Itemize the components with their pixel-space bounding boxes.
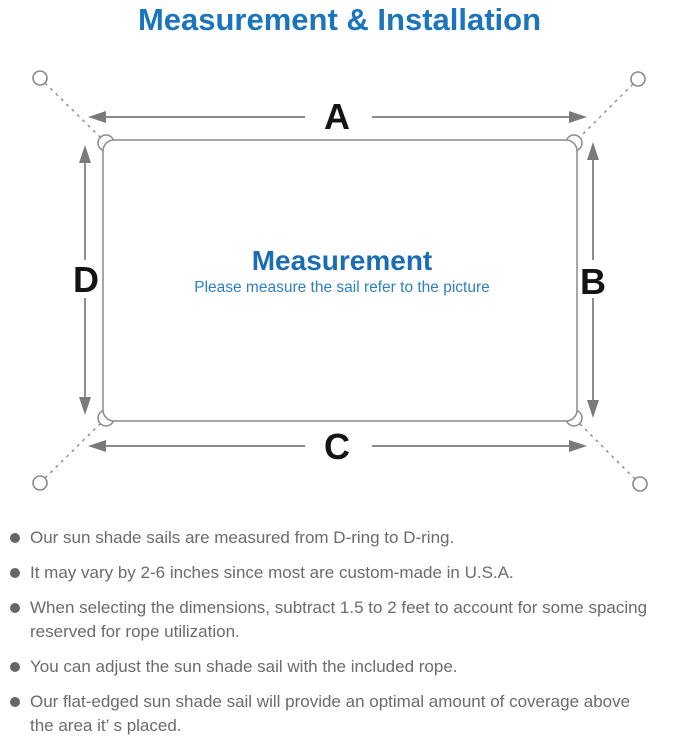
dimension-label-c: C — [324, 426, 350, 467]
note-text: Our sun shade sails are measured from D-… — [30, 528, 455, 547]
anchor-ring-icon-top-right — [630, 71, 646, 87]
dimension-label-b: B — [580, 261, 606, 302]
arrow-d-head-top — [79, 145, 91, 163]
arrow-b-head-top — [587, 142, 599, 160]
anchor-ring-icon-bottom-right — [632, 476, 648, 492]
rope-dashed-line-bottom-right — [578, 422, 636, 480]
sail-measurement-diagram: A C D B Measurement Please measure the s… — [0, 55, 679, 505]
rope-dashed-line-top-right — [578, 83, 634, 139]
list-item: When selecting the dimensions, subtract … — [8, 596, 673, 644]
arrow-c-head-right — [569, 440, 587, 452]
sail-rectangle — [102, 139, 578, 422]
page-title: Measurement & Installation — [137, 2, 542, 37]
rope-dashed-line-bottom-left — [44, 422, 102, 479]
bullet-icon — [10, 697, 20, 707]
list-item: You can adjust the sun shade sail with t… — [8, 655, 673, 679]
anchor-ring-icon-top-left — [32, 70, 48, 86]
note-text: It may vary by 2-6 inches since most are… — [30, 563, 514, 582]
note-text: You can adjust the sun shade sail with t… — [30, 657, 458, 676]
arrow-d-head-bottom — [79, 397, 91, 415]
diagram-center-title: Measurement — [252, 245, 433, 276]
list-item: Our sun shade sails are measured from D-… — [8, 526, 673, 550]
note-text: Our flat-edged sun shade sail will provi… — [30, 692, 631, 735]
bullet-icon — [10, 568, 20, 578]
arrow-a-head-right — [569, 111, 587, 123]
diagram-center-subtitle: Please measure the sail refer to the pic… — [194, 279, 490, 296]
anchor-ring-icon-bottom-left — [32, 475, 48, 491]
bullet-icon — [10, 533, 20, 543]
dimension-label-d: D — [73, 259, 99, 300]
arrow-a-head-left — [88, 111, 106, 123]
diagram-canvas: A C D B Measurement Please measure the s… — [32, 70, 648, 492]
arrow-b-head-bottom — [587, 400, 599, 418]
list-item: Our flat-edged sun shade sail will provi… — [8, 690, 673, 738]
dimension-label-a: A — [324, 96, 350, 137]
list-item: It may vary by 2-6 inches since most are… — [8, 561, 673, 585]
rope-dashed-line-top-left — [44, 82, 102, 139]
bullet-icon — [10, 662, 20, 672]
notes-list: Our sun shade sails are measured from D-… — [8, 526, 673, 739]
note-text: When selecting the dimensions, subtract … — [30, 598, 648, 641]
arrow-c-head-left — [88, 440, 106, 452]
bullet-icon — [10, 603, 20, 613]
